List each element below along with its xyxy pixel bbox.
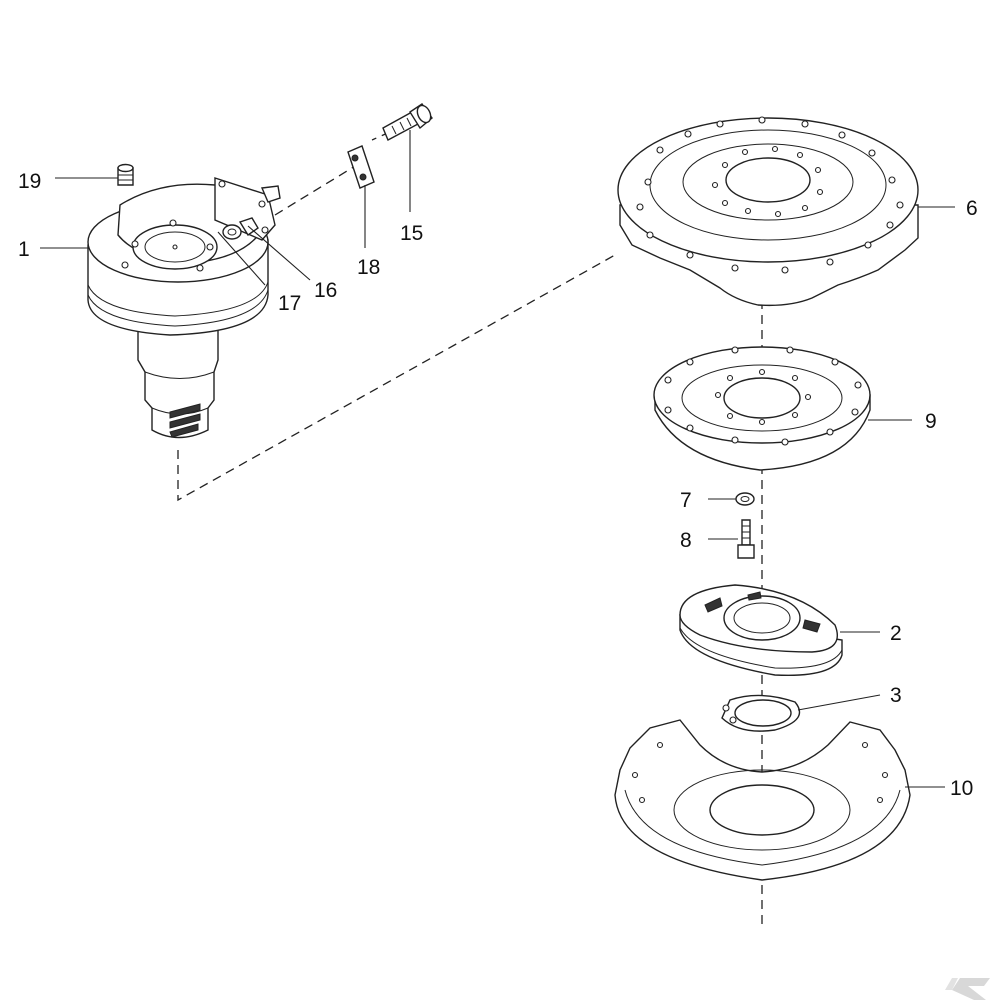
- label-part-15: 15: [400, 222, 423, 245]
- label-part-7: 7: [680, 489, 692, 512]
- part-3-circlip: [721, 694, 801, 732]
- part-1-gearbox-housing: [87, 177, 281, 439]
- part-19-plug: [117, 163, 134, 186]
- label-part-18: 18: [357, 256, 380, 279]
- label-part-16: 16: [314, 279, 337, 302]
- part-2-bearing-housing: [679, 584, 843, 677]
- label-part-3: 3: [890, 684, 902, 707]
- label-part-9: 9: [925, 410, 937, 433]
- part-labels: 19 1 17 16 18 15 6 9 7 8 2 3 10: [18, 170, 978, 800]
- part-10-lower-disc: [614, 719, 911, 881]
- part-18-plate: [347, 145, 375, 189]
- label-part-2: 2: [890, 622, 902, 645]
- label-part-6: 6: [966, 197, 978, 220]
- label-part-10: 10: [950, 777, 973, 800]
- label-part-1: 1: [18, 238, 30, 261]
- label-part-19: 19: [18, 170, 41, 193]
- label-part-17: 17: [278, 292, 301, 315]
- part-9-flange-plate: [653, 346, 871, 471]
- leader-lines: [40, 130, 955, 788]
- watermark-logo: [945, 978, 990, 1000]
- part-8-bolt: [737, 519, 755, 559]
- part-15-bolt: [382, 103, 433, 141]
- part-6-upper-disc: [617, 116, 919, 307]
- part-7-washer: [735, 492, 755, 506]
- label-part-8: 8: [680, 529, 692, 552]
